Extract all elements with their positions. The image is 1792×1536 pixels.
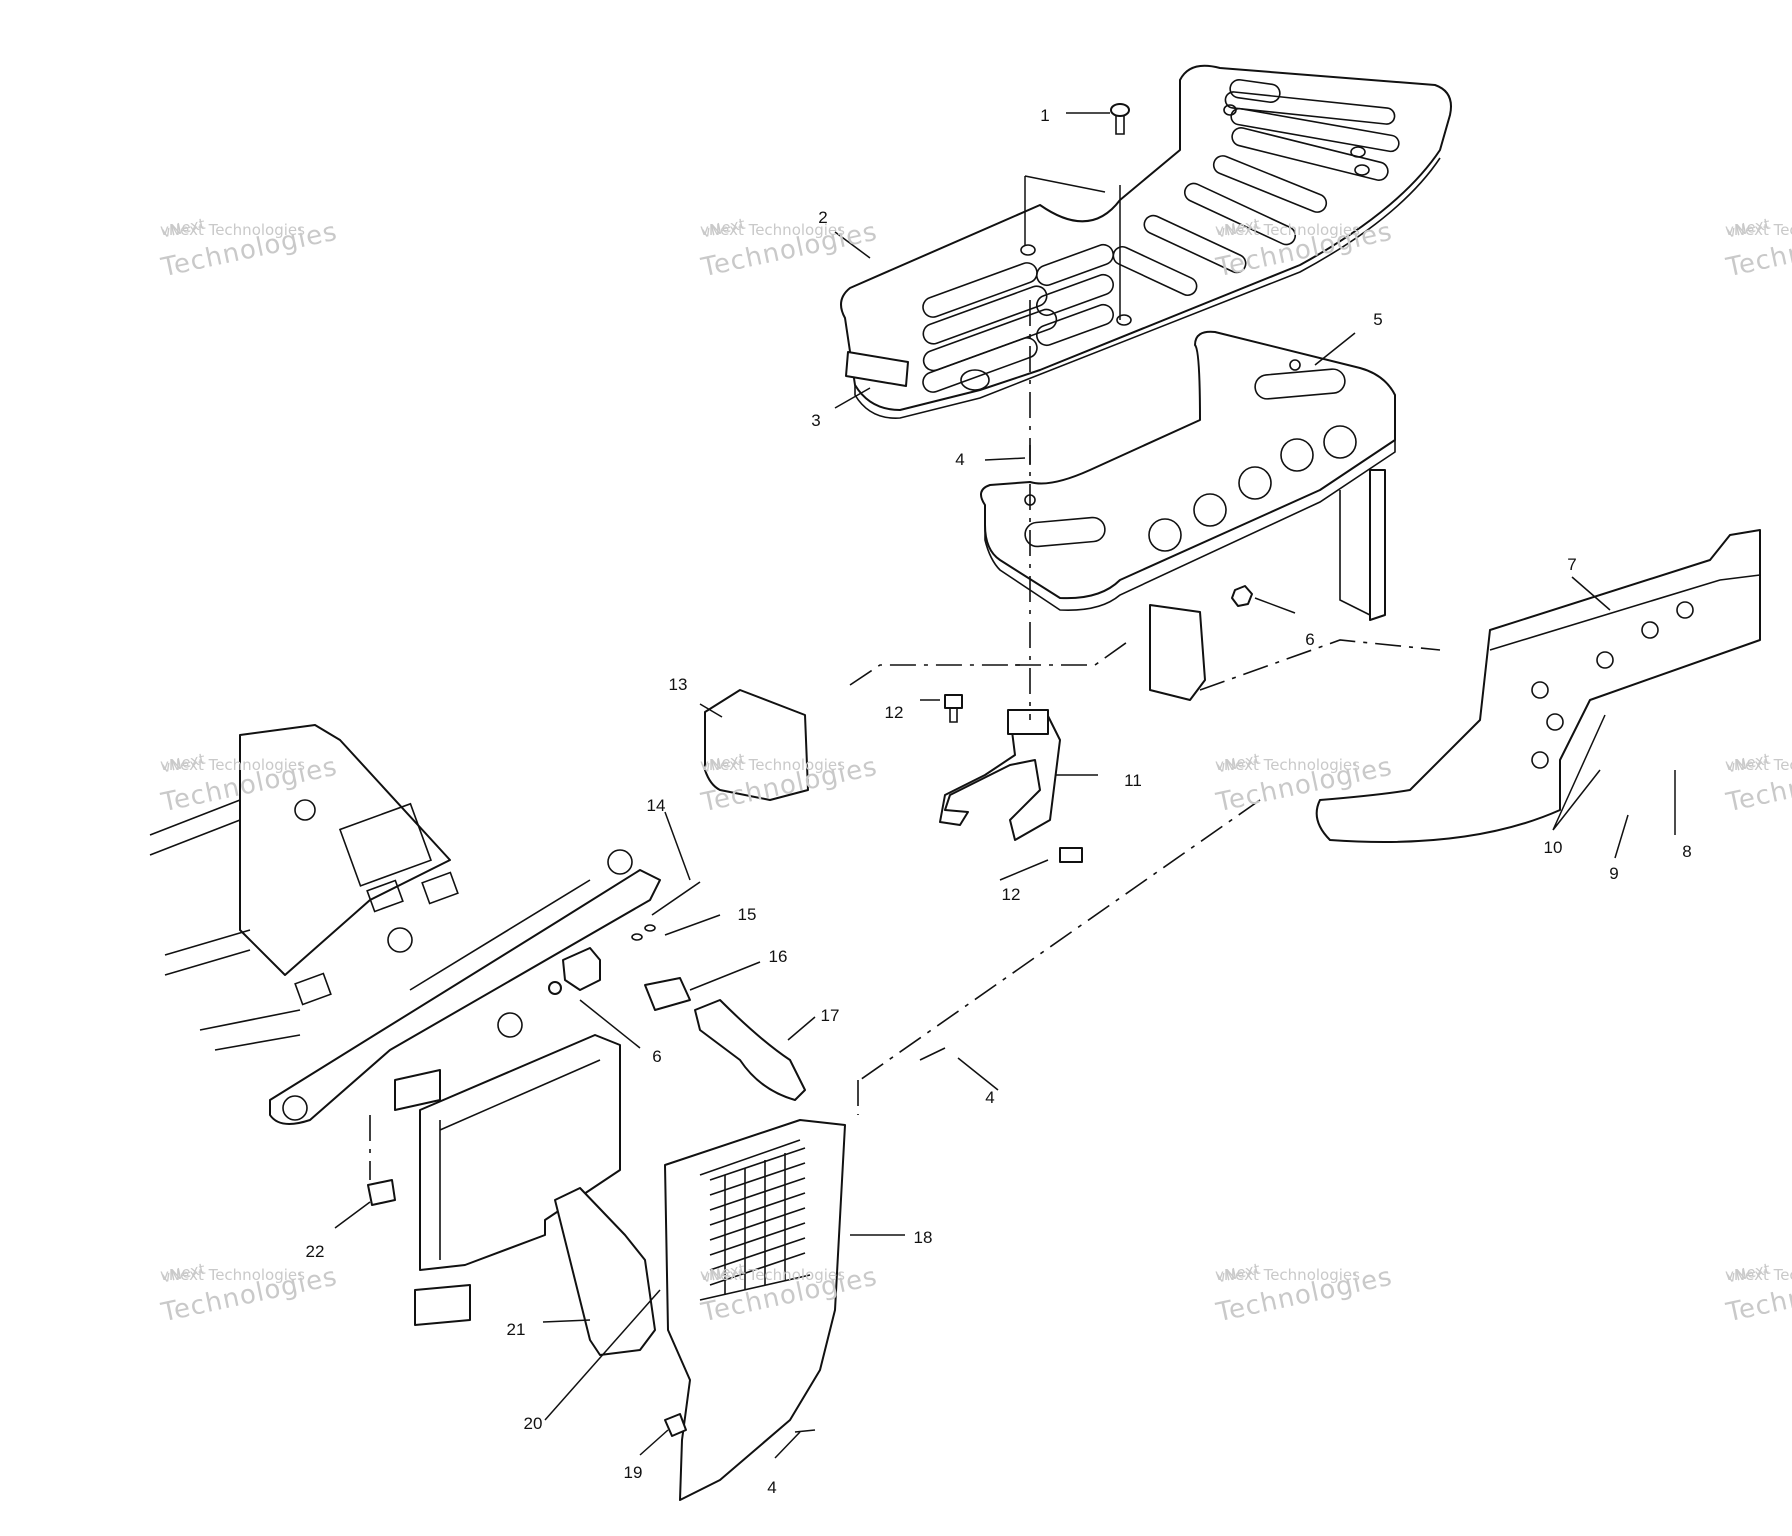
callout-14: 14	[646, 796, 666, 815]
callout-20: 20	[523, 1414, 543, 1433]
front-grille-18	[664, 1119, 846, 1501]
callout-6: 6	[652, 1047, 662, 1066]
clip-19	[664, 1413, 687, 1437]
callout-15: 15	[737, 905, 757, 924]
alignment-lines	[369, 300, 1441, 1180]
bolt-14	[651, 881, 701, 916]
clamp-block	[562, 947, 601, 991]
front-bumper	[1315, 529, 1761, 843]
callout-8: 8	[1682, 842, 1692, 861]
callout-4: 4	[955, 450, 965, 469]
screw-4-mid	[919, 1047, 946, 1061]
radiator	[394, 1012, 621, 1326]
bolt-12-lower	[1059, 847, 1083, 863]
callout-18: 18	[913, 1228, 933, 1247]
callout-19: 19	[623, 1463, 643, 1482]
callout-2: 2	[818, 208, 828, 227]
callout-12: 12	[884, 703, 904, 722]
callout-5: 5	[1373, 310, 1383, 329]
bolt-12-upper	[944, 694, 963, 723]
callout-10: 10	[1543, 838, 1563, 857]
frame-assembly	[149, 724, 661, 1125]
top-screw	[1110, 103, 1130, 135]
side-panel-21	[554, 1187, 656, 1356]
cap-22	[367, 1179, 396, 1206]
callout-17: 17	[820, 1006, 840, 1025]
callout-22: 22	[305, 1242, 325, 1261]
callout-16: 16	[768, 947, 788, 966]
callout-6: 6	[1305, 630, 1315, 649]
rack-base	[980, 330, 1396, 701]
callout-9: 9	[1609, 864, 1619, 883]
leader-lines	[334, 112, 1676, 1459]
nut-6-upper	[1231, 585, 1253, 607]
strap-17	[694, 999, 806, 1101]
upper-rack	[840, 64, 1452, 419]
callout-3: 3	[811, 411, 821, 430]
callout-4: 4	[767, 1478, 777, 1497]
reflector	[845, 351, 909, 387]
callout-12: 12	[1001, 885, 1021, 904]
nut-6-lower	[548, 981, 562, 995]
washers-15	[631, 924, 656, 941]
callout-13: 13	[668, 675, 688, 694]
block-13	[704, 689, 809, 801]
callout-21: 21	[506, 1320, 526, 1339]
callout-7: 7	[1567, 555, 1577, 574]
screw-4-bottom	[794, 1429, 816, 1433]
mount-bracket	[939, 709, 1061, 841]
callout-11: 11	[1124, 771, 1142, 790]
spacer-16	[644, 977, 691, 1011]
callout-1: 1	[1040, 106, 1050, 125]
callout-4: 4	[985, 1088, 995, 1107]
